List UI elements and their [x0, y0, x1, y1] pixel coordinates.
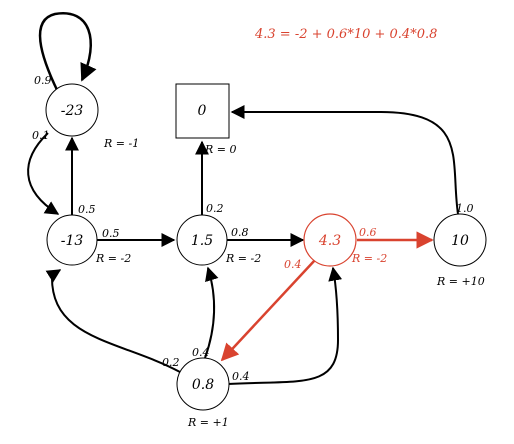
prob-n15-n43: 0.8 [231, 226, 249, 239]
prob-n43-n10: 0.6 [359, 226, 377, 239]
prob-n08-n15: 0.4 [192, 346, 210, 359]
edge-n10-terminal [230, 105, 459, 215]
prob-n08-n13: 0.2 [162, 356, 180, 369]
edge-n08-n13 [45, 269, 181, 373]
prob-n23-self: 0.9 [34, 74, 52, 87]
reward-n15: R = -2 [225, 252, 261, 265]
prob-n23-n13: 0.1 [32, 129, 50, 142]
reward-n43: R = -2 [351, 252, 387, 265]
prob-n13-n23: 0.5 [78, 203, 96, 216]
bellman-equation: 4.3 = -2 + 0.6*10 + 0.4*0.8 [254, 27, 437, 42]
node-n08-value: 0.8 [192, 377, 214, 393]
edge-n08-n43 [227, 266, 343, 385]
node-n23 [45, 83, 99, 137]
reward-n23: R = -1 [103, 137, 139, 150]
reward-terminal: R = 0 [204, 143, 237, 156]
node-terminal [175, 83, 230, 139]
node-terminal-value: 0 [198, 103, 207, 119]
node-n08 [176, 357, 230, 411]
prob-n15-terminal: 0.2 [206, 202, 224, 215]
node-n43 [303, 213, 357, 267]
prob-n10-terminal: 1.0 [456, 202, 474, 215]
node-n10 [433, 213, 487, 267]
prob-n43-n08: 0.4 [284, 258, 302, 271]
reward-n13: R = -2 [95, 252, 131, 265]
edge-n43-n08 [220, 259, 316, 362]
edge-n23-n13 [27, 132, 60, 215]
node-n10-value: 10 [451, 233, 469, 249]
node-n13-value: -13 [61, 233, 84, 249]
reward-n08: R = +1 [187, 416, 229, 429]
reward-n10: R = +10 [436, 275, 485, 288]
node-n13 [46, 214, 98, 266]
prob-n13-n15: 0.5 [102, 227, 120, 240]
edge-n23-self [38, 12, 97, 93]
edge-n08-n15 [204, 266, 219, 359]
node-n15 [176, 214, 228, 266]
node-n23-value: -23 [61, 103, 84, 119]
node-n15-value: 1.5 [191, 233, 213, 249]
prob-n08-n43: 0.4 [232, 370, 250, 383]
node-n43-value: 4.3 [318, 233, 341, 249]
